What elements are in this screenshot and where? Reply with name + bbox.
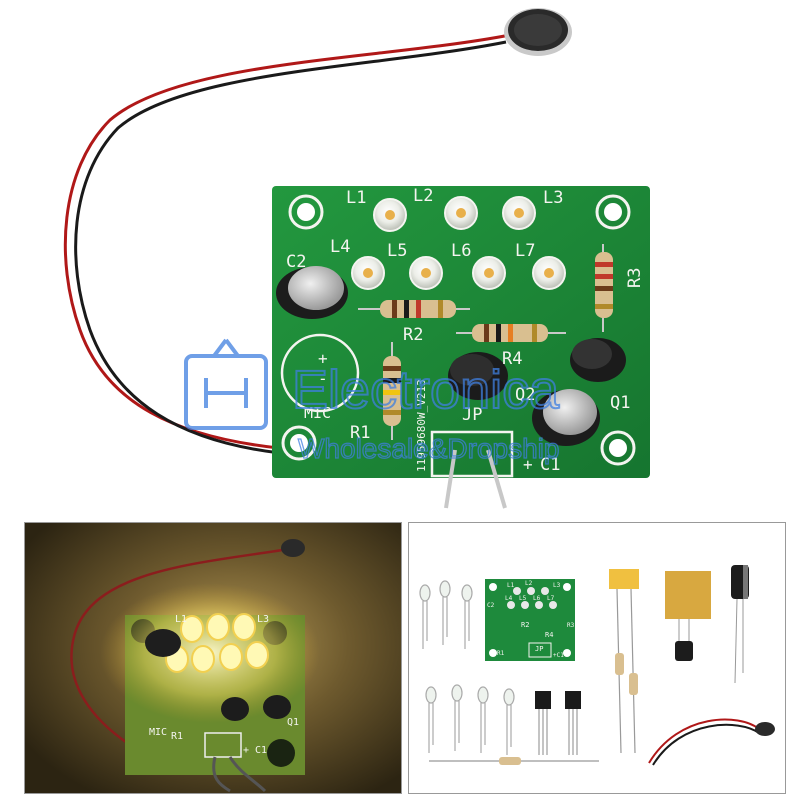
kit-label-l6: L6 — [533, 595, 541, 602]
led-l2 — [444, 196, 478, 230]
transistor-q2 — [448, 352, 508, 400]
kit-taped-capacitor — [665, 571, 711, 661]
label-l2: L2 — [413, 186, 433, 206]
capacitor-c2 — [145, 629, 181, 657]
mounting-hole — [600, 430, 636, 466]
kit-label-jp: JP — [535, 645, 543, 653]
label-mic: MIC — [304, 404, 331, 422]
kit-electrolytic-capacitor — [731, 565, 749, 684]
label-c1: C1 — [540, 455, 560, 475]
lit-board-photo: L1 L3 MIC R1 Q1 + C1 — [24, 522, 402, 794]
mic-wire — [70, 546, 296, 750]
lit-photo-canvas: L1 L3 MIC R1 Q1 + C1 — [70, 539, 320, 793]
label-r3: R3 — [625, 268, 645, 288]
label-c2: C2 — [286, 252, 306, 272]
main-photo-canvas: L1 L2 L3 L4 L5 L6 L7 C2 R2 R4 R3 R1 Q2 Q… — [63, 8, 650, 509]
label-l1: L1 — [346, 188, 366, 208]
kit-label-l7: L7 — [547, 595, 555, 602]
lit-label-mic: MIC — [149, 727, 167, 738]
led-l6 — [472, 256, 506, 290]
kit-transistor — [565, 691, 581, 755]
kit-microphone — [648, 718, 775, 766]
mic-wire-black — [74, 40, 507, 457]
lit-label-c1: + C1 — [243, 745, 267, 756]
kit-label-r1: R1 — [497, 650, 505, 657]
lit-label-r1: R1 — [171, 731, 183, 742]
lit-label-l1: L1 — [175, 614, 187, 625]
lit-label-q1: Q1 — [287, 717, 299, 728]
kit-label-r4: R4 — [545, 631, 553, 639]
led-l7 — [532, 256, 566, 290]
kit-transistor — [535, 691, 551, 755]
transistor-q2 — [221, 697, 249, 721]
microphone-capsule — [281, 539, 305, 557]
pcb-board: L1 L2 L3 L4 L5 L6 L7 C2 R2 R4 R3 R1 Q2 Q… — [272, 186, 650, 509]
kit-led-group — [425, 684, 515, 755]
kit-label-r3: R3 — [567, 622, 575, 629]
label-jp: JP — [462, 405, 482, 425]
mic-wire-red — [63, 33, 511, 452]
kit-pcb: L1 L2 L3 L4 L5 L6 L7 C2 R2 R4 R3 R1 JP +… — [485, 579, 575, 661]
kit-label-c2: C2 — [487, 602, 495, 609]
capacitor-c1 — [532, 389, 600, 446]
kit-label-l2: L2 — [525, 580, 533, 587]
mounting-hole — [595, 194, 631, 230]
label-l4: L4 — [330, 237, 350, 257]
label-q1: Q1 — [610, 393, 630, 413]
led-l4 — [351, 256, 385, 290]
label-r4: R4 — [502, 349, 522, 369]
label-r1: R1 — [350, 423, 370, 443]
led-l1 — [373, 198, 407, 232]
kit-label-l4: L4 — [505, 595, 513, 602]
lit-label-l3: L3 — [257, 614, 269, 625]
label-c1-plus: + — [523, 455, 533, 474]
kit-label-r2: R2 — [521, 621, 529, 629]
pcb-serial: 11959680W_V213 — [415, 379, 428, 472]
mounting-hole — [281, 425, 317, 461]
jp-footprint — [430, 430, 514, 478]
kit-label-l5: L5 — [519, 595, 527, 602]
mounting-hole — [267, 739, 295, 767]
jumper-pin — [486, 449, 507, 509]
transistor-q1 — [570, 338, 626, 382]
led-l5 — [409, 256, 443, 290]
kit-label-l1: L1 — [507, 582, 515, 589]
label-q2: Q2 — [515, 385, 535, 405]
watermark-title: Electronica — [292, 360, 560, 420]
jp-footprint — [204, 732, 242, 758]
resistor-r3 — [595, 244, 613, 332]
resistor-r4 — [456, 324, 566, 342]
label-r2: R2 — [403, 325, 423, 345]
mounting-hole — [288, 194, 324, 230]
kit-led-group — [419, 580, 473, 649]
kit-taped-resistors — [609, 569, 639, 754]
resistor-r1 — [383, 342, 401, 440]
capacitor-c2 — [276, 266, 348, 319]
mic-footprint — [280, 333, 360, 413]
main-product-photo: L1 L2 L3 L4 L5 L6 L7 C2 R2 R4 R3 R1 Q2 Q… — [63, 8, 650, 509]
label-l5: L5 — [387, 241, 407, 261]
led-l3 — [502, 196, 536, 230]
label-l7: L7 — [515, 241, 535, 261]
kit-photo-canvas: L1 L2 L3 L4 L5 L6 L7 C2 R2 R4 R3 R1 JP +… — [419, 565, 775, 766]
kit-parts-photo: L1 L2 L3 L4 L5 L6 L7 C2 R2 R4 R3 R1 JP +… — [408, 522, 786, 794]
microphone-capsule — [504, 8, 572, 56]
label-l3: L3 — [543, 188, 563, 208]
jumper-pin — [444, 449, 457, 509]
watermark-logo-icon — [184, 338, 268, 430]
label-mic-plus: + — [318, 349, 328, 368]
kit-label-l3: L3 — [553, 582, 561, 589]
label-mic-minus: - — [318, 369, 328, 388]
transistor-q1 — [263, 695, 291, 719]
jumper-pins — [212, 756, 267, 793]
kit-resistor — [429, 757, 599, 765]
label-l6: L6 — [451, 241, 471, 261]
lit-led-cluster — [165, 613, 269, 673]
resistor-r2 — [358, 300, 470, 318]
kit-label-c1: +C1 — [553, 652, 564, 659]
watermark: Electronica Wholesale&Dropship — [184, 338, 561, 465]
watermark-subtitle: Wholesale&Dropship — [298, 433, 559, 464]
